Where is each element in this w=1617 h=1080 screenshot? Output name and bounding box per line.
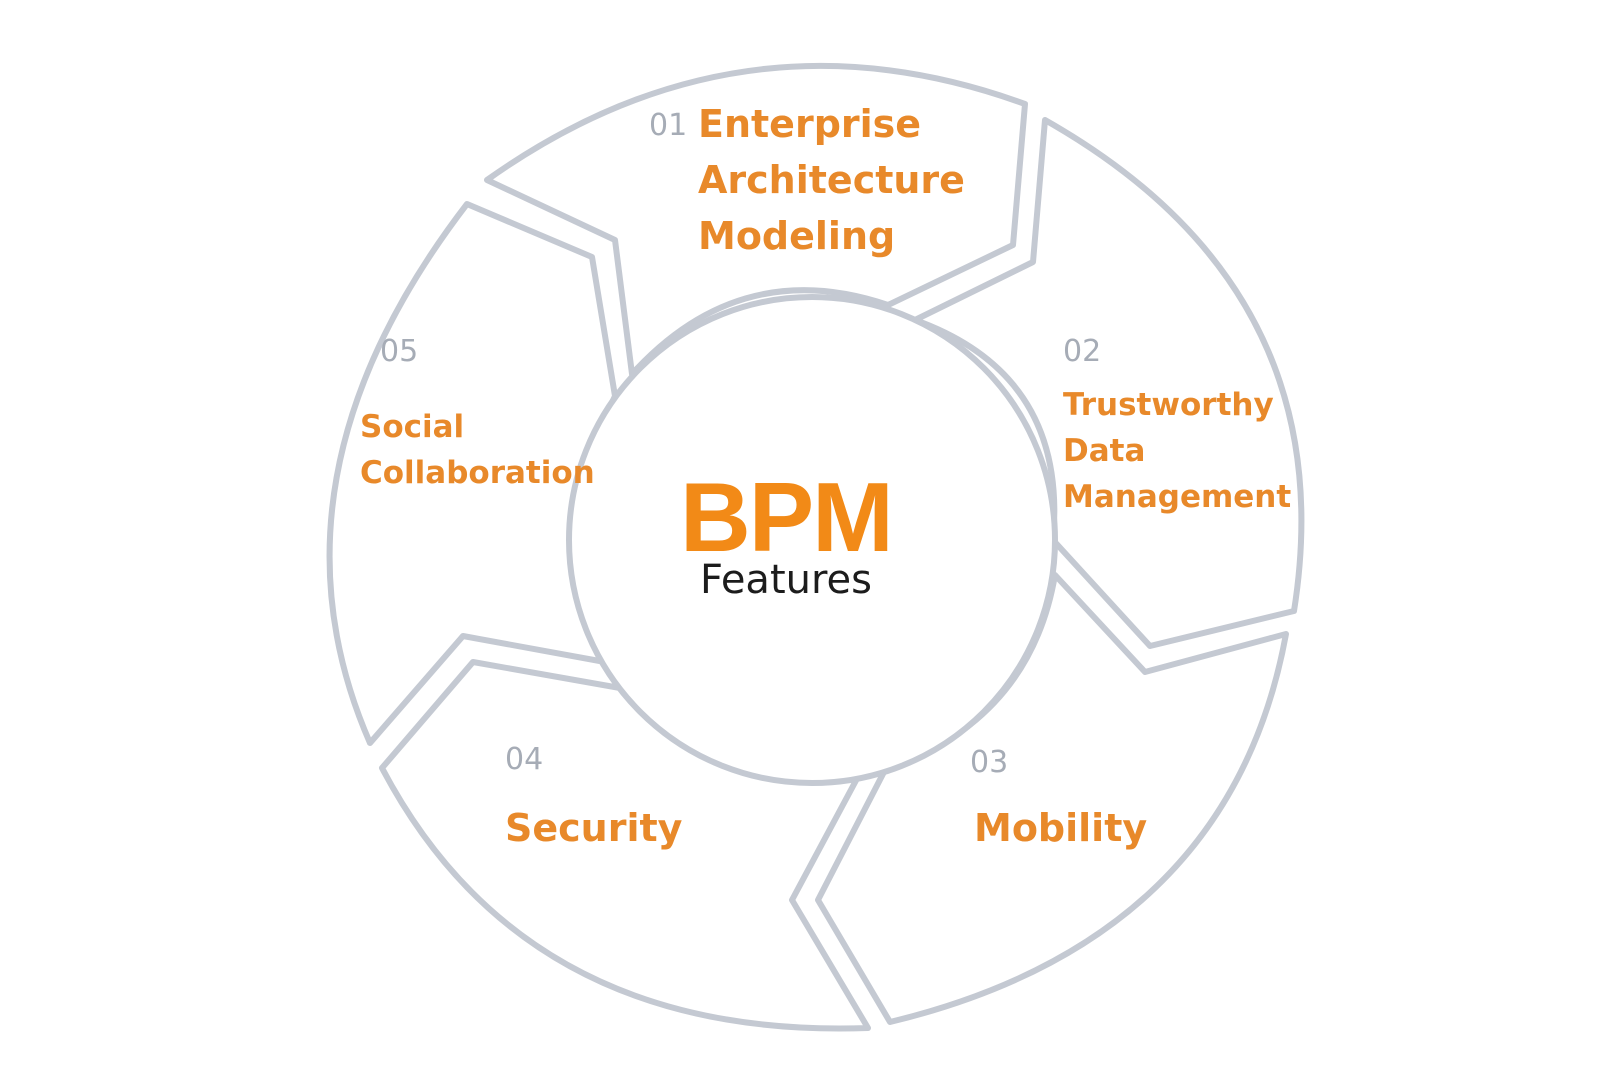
segment-label-02-line-3: Management <box>1063 479 1292 515</box>
segment-label-02-line-2: Data <box>1063 433 1146 469</box>
segment-number-02: 02 <box>1063 334 1102 369</box>
segment-number-01: 01 <box>649 108 688 143</box>
segment-shape-01 <box>484 62 1028 377</box>
center-title: BPM <box>680 462 894 572</box>
segment-label-01-line-1: Enterprise <box>698 102 922 146</box>
segment-number-04: 04 <box>505 742 544 777</box>
segment-label-05-line-1: Social <box>360 409 465 445</box>
segment-label-01-line-2: Architecture <box>698 158 965 202</box>
segment-label-04: Security <box>505 800 682 856</box>
segment-number-03: 03 <box>970 745 1009 780</box>
segment-label-02: Trustworthy Data Management <box>1063 382 1291 520</box>
segment-label-01: Enterprise Architecture Modeling <box>698 96 965 264</box>
segment-label-03: Mobility <box>974 800 1147 856</box>
segment-shape-02 <box>912 117 1305 649</box>
segment-label-05: Social Collaboration <box>360 404 595 496</box>
segment-label-03-line-1: Mobility <box>974 806 1148 850</box>
segment-label-05-line-2: Collaboration <box>360 455 595 491</box>
segment-label-02-line-1: Trustworthy <box>1063 387 1274 423</box>
segment-label-01-line-3: Modeling <box>698 214 896 258</box>
segment-number-05: 05 <box>380 334 419 369</box>
center-subtitle: Features <box>700 557 872 603</box>
segment-label-04-line-1: Security <box>505 806 683 850</box>
center-circle <box>566 294 1058 786</box>
